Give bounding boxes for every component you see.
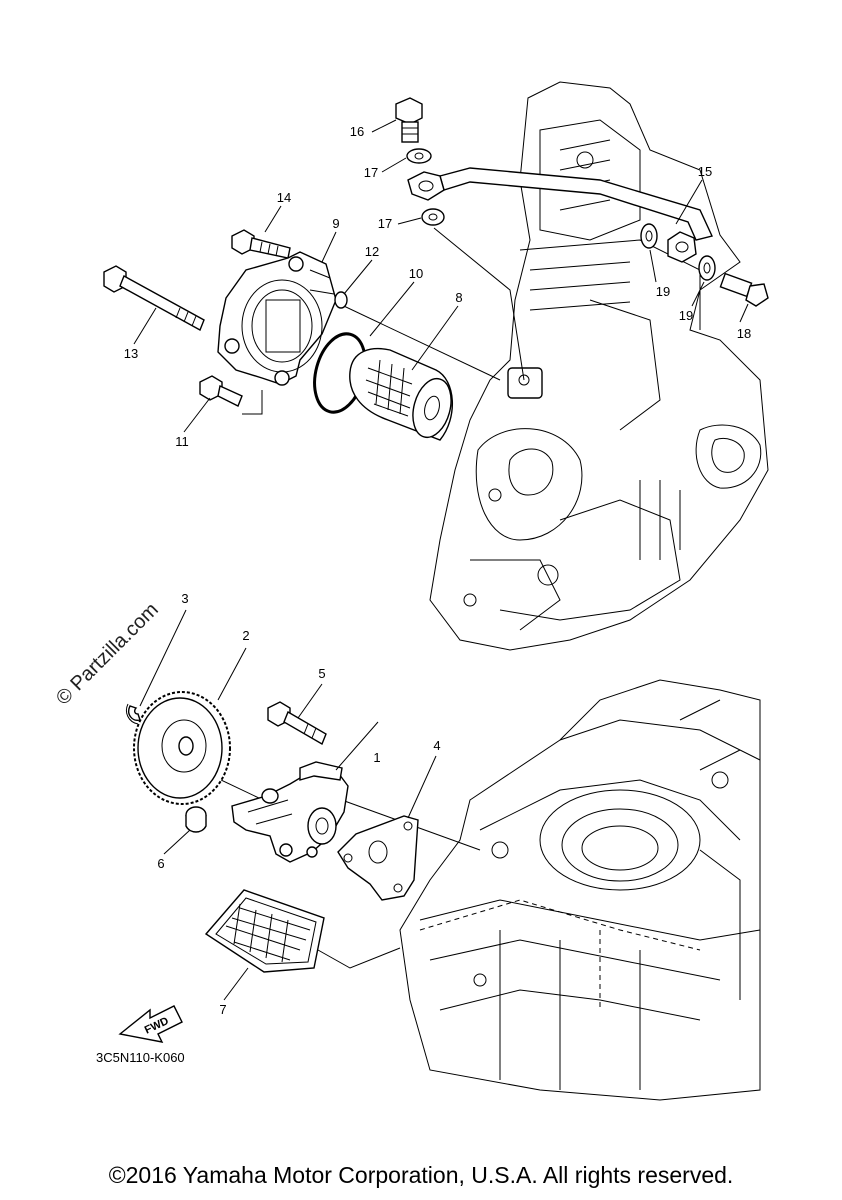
callout-14: 14 bbox=[277, 190, 291, 205]
callout-10: 10 bbox=[409, 266, 423, 281]
callout-11: 11 bbox=[175, 434, 189, 449]
part-16-union-bolt bbox=[395, 97, 423, 143]
callout-leaders bbox=[133, 119, 749, 1001]
callout-9: 9 bbox=[332, 216, 339, 231]
callout-16: 16 bbox=[350, 124, 364, 139]
callout-19-left: 19 bbox=[656, 284, 670, 299]
oil-pipe-port bbox=[507, 367, 543, 399]
diagram-code: 3C5N110-K060 bbox=[96, 1050, 185, 1065]
callout-5: 5 bbox=[318, 666, 325, 681]
part-5-bolt bbox=[267, 701, 327, 746]
callout-4: 4 bbox=[433, 738, 440, 753]
part-4-gasket bbox=[337, 815, 419, 901]
callout-3: 3 bbox=[181, 591, 188, 606]
callout-15: 15 bbox=[698, 164, 712, 179]
part-14-bolt bbox=[231, 229, 291, 259]
callout-8: 8 bbox=[455, 290, 462, 305]
part-11-bolt bbox=[199, 375, 243, 407]
part-13-long-bolt bbox=[103, 265, 205, 331]
callout-7: 7 bbox=[219, 1002, 226, 1017]
part-12-o-ring bbox=[334, 291, 348, 309]
callout-13: 13 bbox=[124, 346, 138, 361]
part-8-oil-filter-element bbox=[349, 347, 453, 441]
part-7-oil-strainer bbox=[204, 889, 325, 973]
callout-19-right: 19 bbox=[679, 308, 693, 323]
callout-17-lower: 17 bbox=[378, 216, 392, 231]
copyright-notice: ©2016 Yamaha Motor Corporation, U.S.A. A… bbox=[108, 1162, 734, 1188]
upper-crankcase bbox=[429, 81, 769, 651]
callout-12: 12 bbox=[365, 244, 379, 259]
callout-18: 18 bbox=[737, 326, 751, 341]
callout-17-upper: 17 bbox=[364, 165, 378, 180]
part-18-union-bolt bbox=[719, 272, 769, 307]
lower-crankcase bbox=[399, 679, 761, 1101]
part-19-washer-left bbox=[640, 223, 658, 249]
part-17-washer-lower bbox=[421, 208, 445, 226]
part-9-oil-filter-cover bbox=[217, 251, 337, 386]
part-1-oil-pump-assembly bbox=[231, 761, 349, 863]
part-6-pin bbox=[185, 806, 207, 833]
callout-2: 2 bbox=[242, 628, 249, 643]
part-3-circlip bbox=[125, 703, 141, 725]
part-15-oil-delivery-pipe bbox=[407, 167, 713, 263]
callout-1: 1 bbox=[373, 750, 380, 765]
part-19-washer-right bbox=[698, 255, 716, 281]
callout-numbers: 1 2 3 4 5 6 7 8 9 10 11 12 13 14 15 16 1… bbox=[124, 124, 751, 1017]
fwd-arrow: FWD bbox=[118, 1005, 183, 1043]
part-17-washer-upper bbox=[406, 148, 432, 164]
part-2-oil-pump-gear bbox=[133, 691, 231, 805]
callout-6: 6 bbox=[157, 856, 164, 871]
